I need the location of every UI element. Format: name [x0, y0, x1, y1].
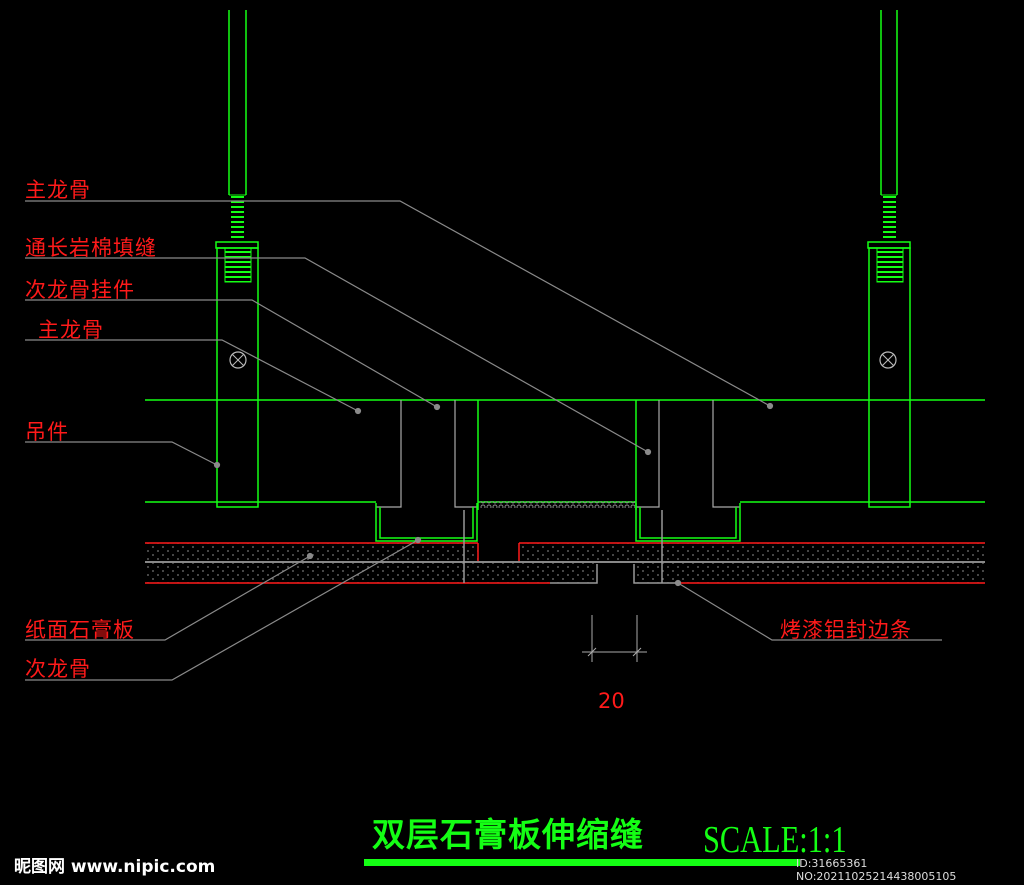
hanger-right	[867, 10, 911, 508]
label-gypsum: 纸面石膏板	[25, 618, 135, 642]
rock-wool-fill	[480, 501, 635, 508]
label-hanger: 吊件	[25, 420, 69, 444]
hanger-left	[215, 10, 259, 508]
image-id: ID:31665361 NO:20211025214438005105	[796, 857, 957, 883]
dimension-value: 20	[598, 689, 625, 713]
label-rock-wool: 通长岩棉填缝	[25, 236, 157, 260]
aluminium-edge-strip	[463, 510, 680, 584]
title-underline	[364, 859, 800, 866]
secondary-keel-hangers	[376, 400, 740, 510]
dimension-line	[582, 615, 647, 662]
gypsum-boards	[145, 542, 985, 584]
secondary-keel-channels	[375, 503, 741, 542]
label-secondary-hanger: 次龙骨挂件	[25, 278, 135, 302]
label-aluminium-strip: 烤漆铝封边条	[780, 618, 912, 642]
main-keel	[145, 399, 985, 503]
drawing-title: 双层石膏板伸缩缝	[372, 815, 644, 854]
label-main-keel: 主龙骨	[25, 178, 91, 202]
watermark: 昵图网 www.nipic.com	[14, 857, 216, 877]
label-main-keel-2: 主龙骨	[38, 318, 104, 342]
label-secondary-keel: 次龙骨	[25, 657, 91, 681]
drawing-scale: SCALE:1:1	[703, 819, 847, 861]
leader-lines	[25, 200, 942, 681]
